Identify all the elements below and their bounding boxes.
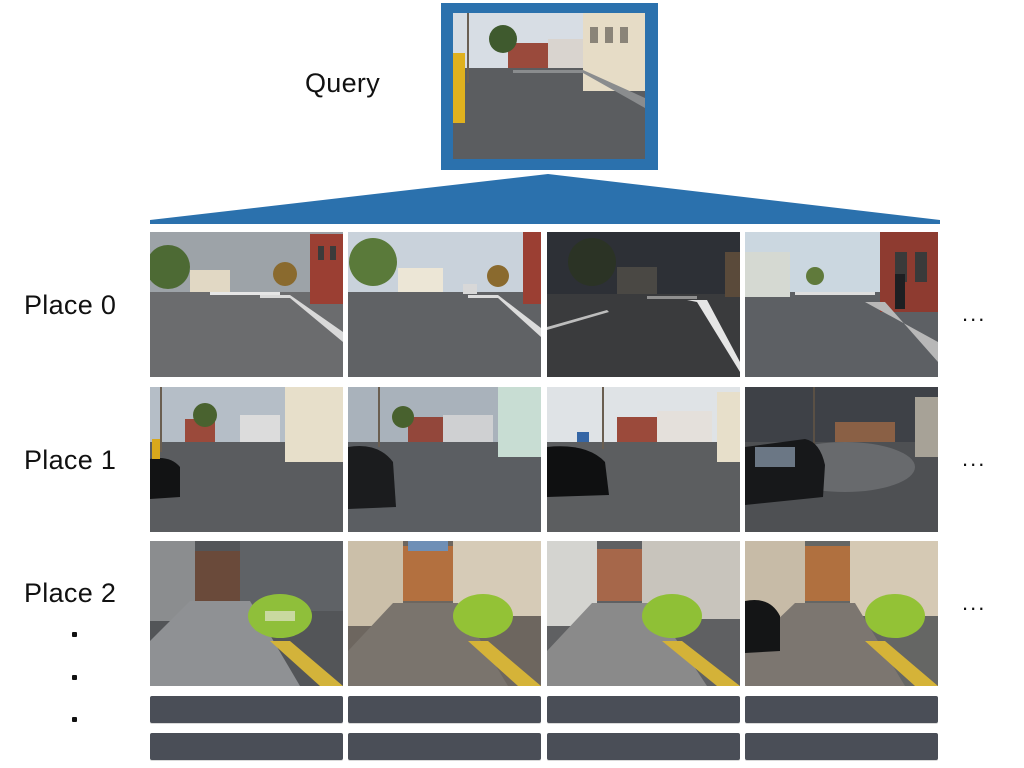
query-image-frame: [441, 3, 658, 170]
place-1-image: [348, 387, 541, 532]
placeholder-bar: [745, 696, 938, 723]
row-ellipsis: ...: [962, 301, 987, 326]
row-label-place-2: Place 2: [24, 578, 117, 608]
continuation-dot: [72, 632, 77, 637]
place-1-image: [745, 387, 938, 532]
place-1-image: [150, 387, 343, 532]
place-0-image: [547, 232, 740, 377]
placeholder-bar: [150, 696, 343, 723]
continuation-dot: [72, 675, 77, 680]
place-0-image: [348, 232, 541, 377]
row-label-place-0: Place 0: [24, 290, 117, 320]
row-ellipsis: ...: [962, 590, 987, 615]
place-1-image: [547, 387, 740, 532]
placeholder-bar: [150, 733, 343, 760]
place-0-image: [150, 232, 343, 377]
place-0-image: [745, 232, 938, 377]
place-2-image: [547, 541, 740, 686]
placeholder-bar: [348, 696, 541, 723]
placeholder-bar: [745, 733, 938, 760]
query-image: [453, 13, 645, 159]
place-2-image: [150, 541, 343, 686]
query-connector: [150, 174, 940, 224]
query-label: Query: [305, 68, 381, 98]
row-ellipsis: ...: [962, 446, 987, 471]
continuation-dot: [72, 717, 77, 722]
placeholder-bar: [547, 733, 740, 760]
placeholder-bar: [547, 696, 740, 723]
place-2-image: [348, 541, 541, 686]
place-2-image: [745, 541, 938, 686]
placeholder-bar: [348, 733, 541, 760]
row-label-place-1: Place 1: [24, 445, 117, 475]
